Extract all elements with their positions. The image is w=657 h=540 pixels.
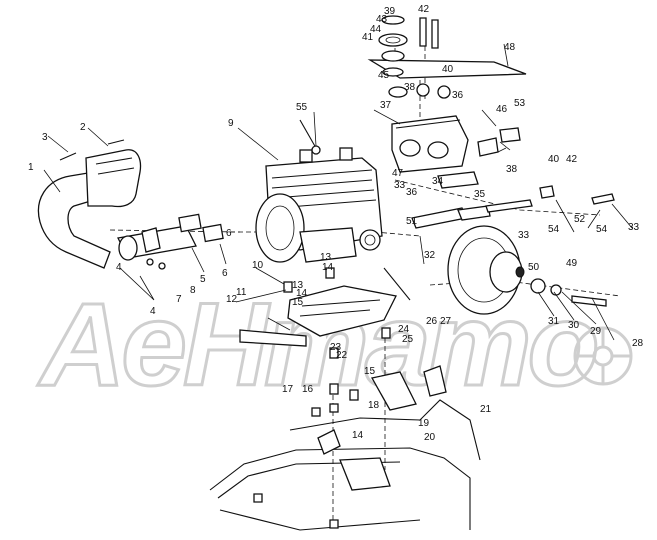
callout-3: 3: [42, 132, 48, 143]
callout-45: 45: [378, 70, 390, 81]
callout-9: 9: [228, 118, 234, 129]
engine-mount-plate: [239, 285, 397, 347]
callout-26: 26: [426, 316, 438, 327]
callout-16: 16: [302, 384, 314, 395]
callout-30: 30: [568, 320, 580, 331]
callout-19: 19: [418, 418, 430, 429]
callout-42b: 42: [566, 154, 578, 165]
drive-clutch: [447, 225, 607, 315]
callout-49: 49: [566, 258, 578, 269]
callout-44: 44: [370, 24, 382, 35]
callout-28: 28: [632, 338, 644, 349]
pivot-bracket: [299, 119, 321, 155]
gearcase-housing: [391, 115, 521, 189]
callout-54: 54: [548, 224, 560, 235]
leader-lines: [43, 43, 633, 341]
callout-33: 33: [394, 180, 406, 191]
callout-11: 11: [236, 287, 247, 298]
callout-14b: 14: [322, 262, 334, 273]
hardware: [283, 267, 411, 417]
callout-50: 50: [528, 262, 540, 273]
callout-35: 35: [474, 189, 486, 200]
callout-5: 5: [200, 274, 206, 285]
exhaust-muffler: [37, 139, 142, 269]
lower-chassis: [209, 365, 481, 531]
callout-36b: 36: [406, 187, 418, 198]
callout-32: 32: [424, 250, 436, 261]
jackshaft: [411, 185, 615, 229]
callout-54b: 54: [596, 224, 608, 235]
callout-34: 34: [432, 176, 444, 187]
callout-27: 27: [440, 316, 452, 327]
callout-4b: 4: [116, 262, 122, 273]
callout-23: 23: [330, 342, 342, 353]
callout-43: 43: [376, 14, 388, 25]
callout-39: 39: [384, 6, 396, 17]
callout-55: 55: [296, 102, 308, 113]
callout-21: 21: [480, 404, 492, 415]
callout-15: 15: [292, 297, 304, 308]
callout-37: 37: [380, 100, 392, 111]
callout-42: 42: [418, 4, 430, 15]
callout-51: 51: [406, 216, 418, 227]
callout-47: 47: [392, 168, 404, 179]
callout-22: 22: [336, 350, 348, 361]
callout-10: 10: [252, 260, 264, 271]
callout-33b: 33: [518, 230, 530, 241]
callout-29: 29: [590, 326, 602, 337]
callout-40b: 40: [548, 154, 560, 165]
callout-labels: 1 2 3 4 4 5 6 6 7 8 9 10 11 12 13 13 14 …: [28, 4, 644, 443]
callout-53: 53: [514, 98, 526, 109]
callout-2: 2: [80, 122, 86, 133]
callout-13: 13: [292, 280, 304, 291]
callout-38b: 38: [506, 164, 518, 175]
callout-31: 31: [548, 316, 560, 327]
callout-36: 36: [452, 90, 464, 101]
callout-25: 25: [402, 334, 414, 345]
top-cover-assembly: [367, 15, 527, 99]
exhaust-manifold: [117, 213, 224, 270]
assembly-lines: [109, 30, 621, 520]
callout-14: 14: [296, 288, 308, 299]
callout-40: 40: [442, 64, 454, 75]
engine-block: [255, 147, 383, 263]
callout-24: 24: [398, 324, 410, 335]
callout-20: 20: [424, 432, 436, 443]
callout-17: 17: [282, 384, 294, 395]
callout-1: 1: [28, 162, 34, 173]
callout-7: 7: [176, 294, 182, 305]
callout-15b: 15: [364, 366, 376, 377]
callout-4: 4: [150, 306, 156, 317]
callout-6: 6: [222, 268, 228, 279]
callout-14c: 14: [352, 430, 364, 441]
callout-8: 8: [190, 285, 196, 296]
callout-52: 52: [574, 214, 586, 225]
callout-38: 38: [404, 82, 416, 93]
callout-12: 12: [226, 294, 238, 305]
callout-6b: 6: [226, 228, 232, 239]
callout-13b: 13: [320, 252, 332, 263]
callout-18: 18: [368, 400, 380, 411]
callout-46: 46: [496, 104, 508, 115]
callout-41: 41: [362, 32, 374, 43]
callout-33c: 33: [628, 222, 640, 233]
callout-48: 48: [504, 42, 516, 53]
